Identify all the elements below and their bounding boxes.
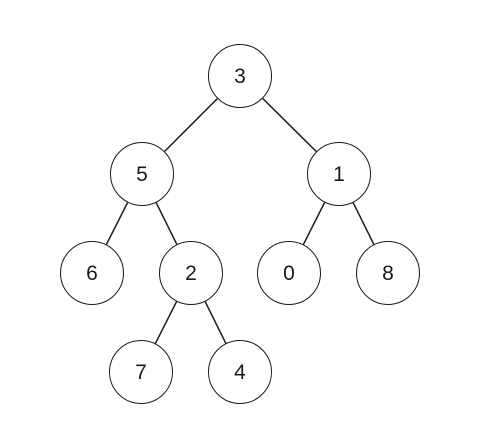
tree-node-left-right-right: 4 [208,340,272,404]
tree-edge-n0-n1 [164,98,218,152]
tree-node-right-right: 8 [356,241,420,305]
node-label: 2 [185,261,197,285]
node-label: 6 [86,261,98,285]
tree-node-left-left: 6 [60,241,124,305]
tree-node-left-right: 2 [159,241,223,305]
tree-node-left: 5 [110,142,174,206]
node-label: 1 [333,162,345,186]
tree-edge-n0-n2 [262,97,317,153]
node-label: 0 [283,261,295,285]
tree-node-right: 1 [307,142,371,206]
node-label: 4 [234,360,246,384]
tree-node-right-left: 0 [257,241,321,305]
tree-edge-n1-n4 [155,202,178,245]
node-label: 8 [382,261,394,285]
node-label: 7 [135,360,147,384]
tree-edge-n1-n3 [105,202,129,245]
tree-edge-n4-n7 [154,301,178,344]
tree-node-left-right-left: 7 [109,340,173,404]
node-label: 5 [136,162,148,186]
node-label: 3 [234,64,246,88]
tree-node-root: 3 [208,44,272,108]
tree-edge-n2-n5 [302,202,326,245]
tree-edge-n4-n8 [204,301,227,344]
tree-edge-n2-n6 [352,202,375,245]
